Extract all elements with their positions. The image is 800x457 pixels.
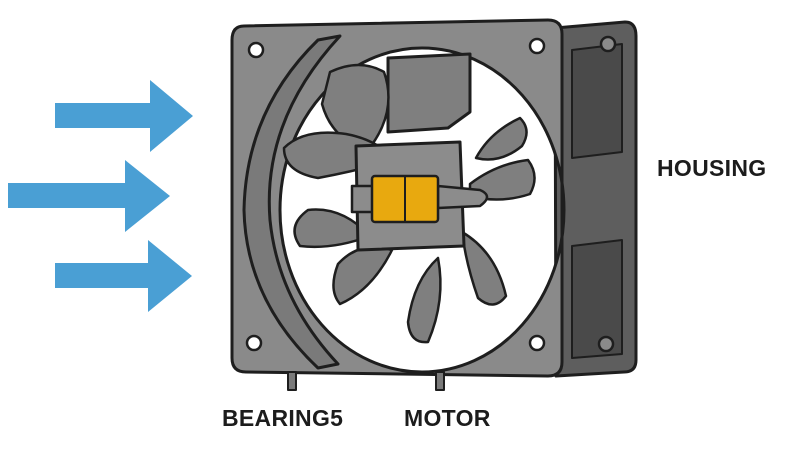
axle — [436, 184, 489, 210]
bearing-guard — [242, 34, 342, 370]
screw-hole — [528, 334, 546, 352]
blade — [460, 230, 508, 306]
airflow-arrows — [8, 80, 193, 312]
right-arrow-icon — [55, 240, 192, 312]
foot — [287, 371, 297, 391]
foot — [435, 371, 445, 391]
screw-hole — [247, 41, 265, 59]
right-arrow-icon — [55, 80, 193, 152]
blade — [332, 245, 394, 306]
blade — [293, 208, 372, 249]
screw-hole — [245, 334, 263, 352]
right-arrow-icon — [8, 160, 170, 232]
screw-hole — [528, 37, 546, 55]
screw-hole — [599, 35, 617, 53]
housing-label: HOUSING — [657, 155, 767, 181]
screw-hole — [597, 335, 615, 353]
blade — [406, 256, 442, 344]
housing-side-inner — [571, 239, 623, 359]
housing-side-inner — [571, 43, 623, 159]
fan-icon — [230, 18, 638, 391]
fan-blades — [282, 63, 536, 344]
blade — [468, 158, 536, 201]
blade — [474, 116, 528, 161]
strut — [386, 52, 472, 134]
blade — [320, 63, 390, 152]
bearings-label: BEARING5 — [222, 405, 344, 431]
motor-label: MOTOR — [404, 405, 491, 431]
